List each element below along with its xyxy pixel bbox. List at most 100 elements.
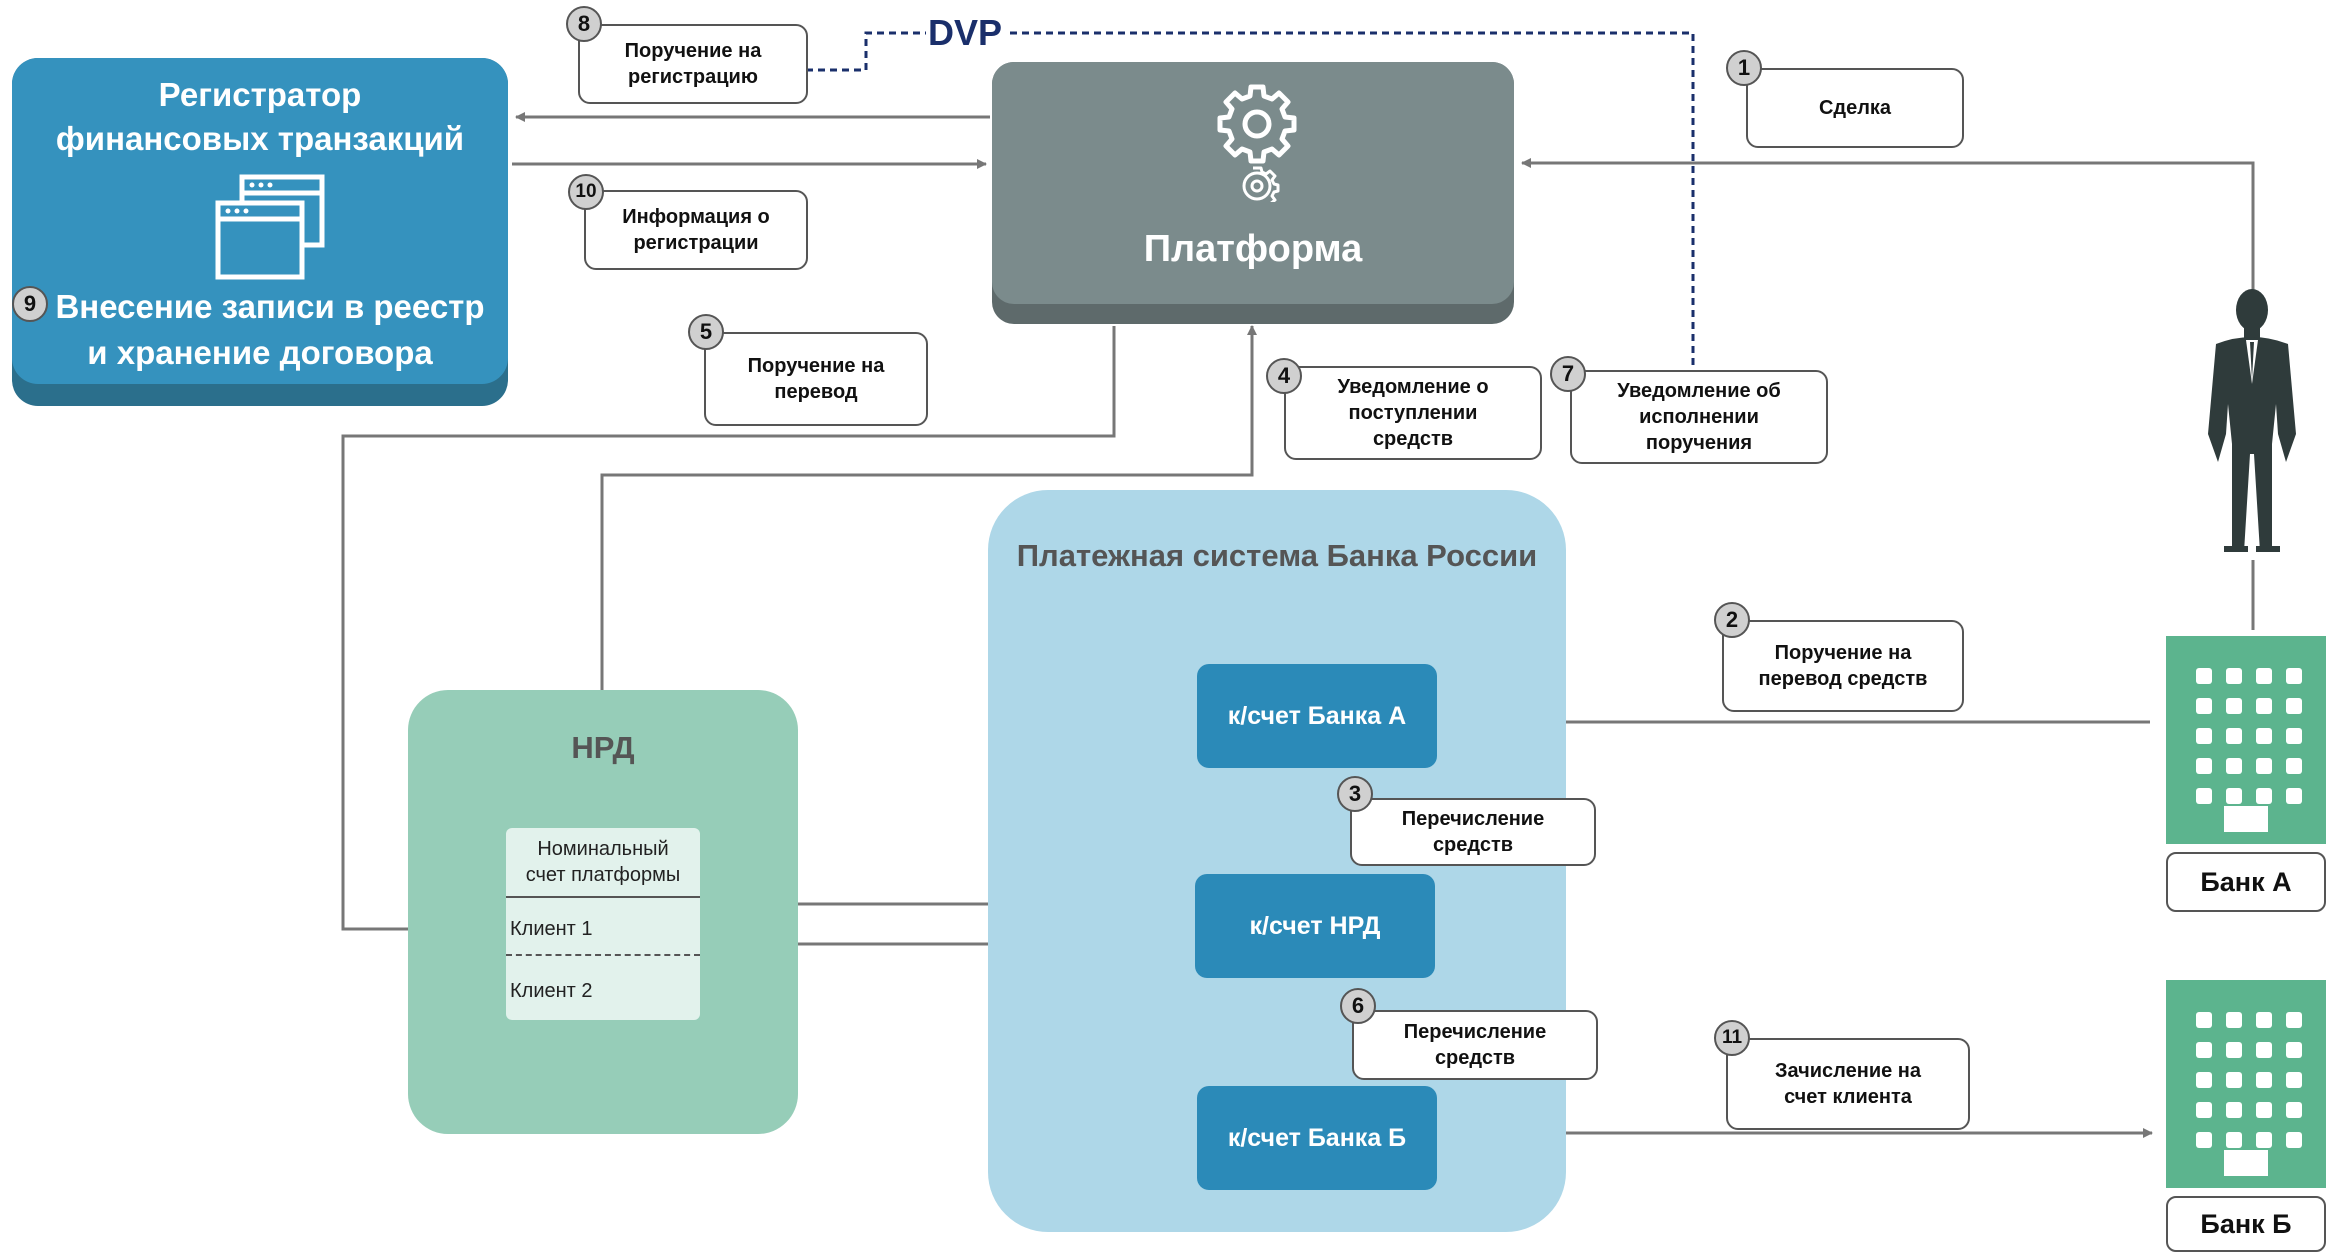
bank-b-label: Банк Б (2166, 1196, 2326, 1252)
step-11-badge: 11 (1714, 1020, 1750, 1056)
step-10-callout: Информация о регистрации (584, 190, 808, 270)
registrar-block: Регистратор финансовых транзакций 9 Внес… (12, 58, 508, 406)
building-window (2196, 1072, 2212, 1088)
building-window (2256, 1042, 2272, 1058)
building-window (2286, 758, 2302, 774)
building-window (2226, 758, 2242, 774)
nominal-divider (506, 896, 700, 898)
account-bank-b: к/счет Банка Б (1197, 1086, 1437, 1190)
step-10-text: Информация о регистрации (622, 204, 770, 256)
nrd-title: НРД (571, 730, 635, 765)
step-9-badge: 9 (12, 286, 48, 322)
step-2-callout: Поручение на перевод средств (1722, 620, 1964, 712)
building-window (2256, 1012, 2272, 1028)
step-2-badge: 2 (1714, 602, 1750, 638)
step-2-text: Поручение на перевод средств (1759, 640, 1928, 692)
building-window (2286, 1042, 2302, 1058)
building-window (2196, 728, 2212, 744)
step-4-line2: поступлении (1348, 402, 1478, 424)
step-10-line2: регистрации (633, 232, 759, 254)
step-7-line2: исполнении (1639, 406, 1759, 428)
registrar-title-line1: Регистратор (158, 76, 362, 113)
account-nrd: к/счет НРД (1195, 874, 1435, 978)
platform-block: Платформа (992, 62, 1514, 324)
building-window (2226, 1102, 2242, 1118)
building-window (2196, 758, 2212, 774)
building-window (2226, 728, 2242, 744)
step-8-line1: Поручение на (624, 40, 762, 62)
step-1-badge: 1 (1726, 50, 1762, 86)
building-window (2196, 698, 2212, 714)
step-10-line1: Информация о (622, 206, 770, 228)
nominal-account-box: Номинальный счет платформы Клиент 1 Клие… (506, 828, 700, 1020)
building-window (2256, 1132, 2272, 1148)
building-window (2286, 788, 2302, 804)
step-4-line1: Уведомление о (1337, 376, 1489, 398)
registrar-title-line2: финансовых транзакций (55, 120, 465, 157)
account-bank-a: к/счет Банка А (1197, 664, 1437, 768)
registrar-face: Регистратор финансовых транзакций 9 Внес… (12, 58, 508, 384)
building-door (2224, 806, 2268, 832)
platform-title: Платформа (1143, 228, 1363, 270)
arrow-platform-to-client1 (341, 326, 1116, 934)
building-window (2196, 1012, 2212, 1028)
dvp-label: DVP (928, 12, 1003, 53)
nominal-account-title: Номинальный счет платформы (506, 836, 700, 888)
building-window (2226, 1042, 2242, 1058)
step-5-line1: Поручение на (747, 355, 885, 377)
step-1-text: Сделка (1818, 97, 1892, 119)
building-window (2256, 668, 2272, 684)
bank-a-building-icon (2166, 636, 2326, 844)
step-1-callout: Сделка (1746, 68, 1964, 148)
building-window (2196, 668, 2212, 684)
step-3-line1: Перечисление (1401, 808, 1545, 830)
step-7-line1: Уведомление об (1617, 380, 1781, 402)
bank-a-label: Банк А (2166, 852, 2326, 912)
step-2-line1: Поручение на (1774, 642, 1912, 664)
step-6-line2: средств (1434, 1047, 1516, 1069)
building-window (2256, 728, 2272, 744)
client-1-row: Клиент 1 (510, 918, 593, 940)
step-2-line2: перевод средств (1758, 668, 1928, 690)
building-door (2224, 1150, 2268, 1176)
building-window (2226, 1012, 2242, 1028)
building-window (2286, 728, 2302, 744)
step-3-line2: средств (1432, 834, 1514, 856)
step-5-badge: 5 (688, 314, 724, 350)
building-window (2226, 788, 2242, 804)
building-window (2286, 1012, 2302, 1028)
step-3-text: Перечисление средств (1402, 806, 1544, 858)
building-window (2256, 788, 2272, 804)
arrow-nrd-to-platform (600, 325, 1257, 690)
building-window (2256, 758, 2272, 774)
building-window (2286, 1072, 2302, 1088)
building-window (2226, 1132, 2242, 1148)
building-window (2286, 1102, 2302, 1118)
platform-face: Платформа (992, 62, 1514, 304)
client-2-row: Клиент 2 (510, 980, 593, 1002)
building-window (2256, 1072, 2272, 1088)
building-window (2226, 668, 2242, 684)
payment-system-title: Платежная система Банка России (1016, 538, 1538, 573)
step-3-callout: Перечисление средств (1350, 798, 1596, 866)
building-window (2226, 698, 2242, 714)
gear-icon (1217, 84, 1297, 202)
building-window (2196, 1042, 2212, 1058)
registrar-text-line1: Внесение записи в реестр (55, 288, 485, 325)
person-icon (2208, 289, 2296, 552)
building-window (2286, 1132, 2302, 1148)
step-7-badge: 7 (1550, 356, 1586, 392)
